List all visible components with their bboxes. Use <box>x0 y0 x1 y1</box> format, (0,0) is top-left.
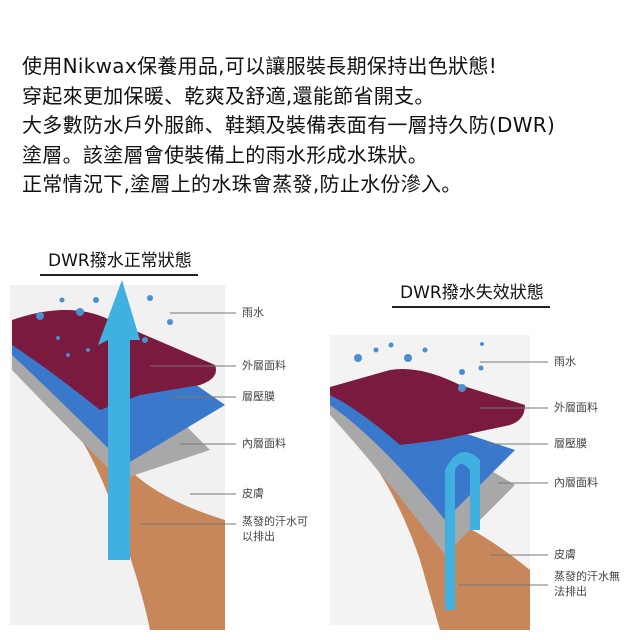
intro-text: 使用Nikwax保養用品,可以讓服裝長期保持出色狀態! 穿起來更加保暖、乾爽及舒… <box>22 52 555 200</box>
rain-drops <box>354 342 484 392</box>
sweat-arrow-blocked <box>445 452 480 610</box>
label-inner: 內層面料 <box>554 476 598 489</box>
intro-line: 使用Nikwax保養用品,可以讓服裝長期保持出色狀態! <box>22 54 498 78</box>
sweat-arrow <box>98 280 140 560</box>
label-sweat-2: 以排出 <box>242 530 275 543</box>
rain-drops <box>36 295 173 357</box>
intro-line: 大多數防水戶外服飾、鞋類及裝備表面有一層持久防(DWR) <box>22 113 556 137</box>
label-outer: 外層面料 <box>554 401 598 414</box>
label-skin: 皮膚 <box>554 548 576 561</box>
intro-line: 塗層。該塗層會使裝備上的雨水形成水珠狀。 <box>22 142 428 167</box>
label-rain: 雨水 <box>242 306 264 319</box>
intro-line: 正常情況下,塗層上的水珠會蒸發,防止水份滲入。 <box>22 172 462 196</box>
normal-state-title: DWR撥水正常狀態 <box>40 246 198 276</box>
failed-state-title: DWR撥水失效狀態 <box>392 278 550 308</box>
label-inner: 內層面料 <box>242 437 286 450</box>
label-outer: 外層面料 <box>242 359 286 372</box>
intro-line: 穿起來更加保暖、乾爽及舒適,還能節省開支。 <box>22 83 435 108</box>
outer-layer <box>330 369 525 445</box>
label-skin: 皮膚 <box>242 487 264 500</box>
label-sweat-1: 蒸發的汗水無 <box>554 570 620 583</box>
label-sweat-2: 法排出 <box>554 585 587 598</box>
label-membrane: 層壓膜 <box>554 437 587 450</box>
label-rain: 雨水 <box>554 355 576 368</box>
label-membrane: 層壓膜 <box>242 390 275 403</box>
label-sweat-1: 蒸發的汗水可 <box>242 515 308 528</box>
